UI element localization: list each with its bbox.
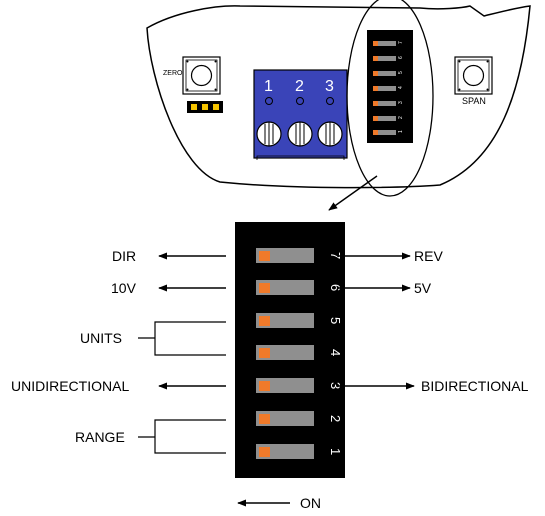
switch-1	[256, 444, 314, 459]
switch-number-5: 5	[328, 317, 343, 324]
switch-2	[256, 411, 314, 426]
jumper-header	[187, 101, 223, 113]
mini-number-3: 3	[398, 101, 404, 104]
mini-dip-switch	[367, 30, 413, 143]
mini-number-4: 4	[398, 86, 404, 89]
mini-switch-5	[373, 71, 396, 76]
unidirectional-label: UNIDIRECTIONAL	[11, 378, 129, 394]
switch-5	[256, 313, 314, 328]
mini-number-5: 5	[398, 71, 404, 74]
switch-7	[256, 248, 314, 263]
span-label: SPAN	[462, 96, 486, 106]
mini-number-7: 7	[398, 41, 404, 44]
span-button	[454, 56, 493, 95]
mini-switch-6	[373, 56, 396, 61]
units-label: UNITS	[80, 330, 122, 346]
zero-label: ZERO	[163, 70, 183, 77]
terminal-label-3: 3	[325, 78, 334, 95]
terminal-label-2: 2	[295, 78, 304, 95]
mini-switch-3	[373, 101, 396, 106]
dip-switch-enlarged	[235, 222, 345, 478]
units-bracket	[138, 321, 226, 356]
bidirectional-label: BIDIRECTIONAL	[421, 378, 529, 394]
mini-switch-7	[373, 41, 396, 46]
switch-number-3: 3	[328, 382, 343, 389]
zoom-arrow	[328, 175, 378, 211]
switch-number-6: 6	[328, 284, 343, 291]
terminal-label-1: 1	[264, 78, 273, 95]
mini-number-1: 1	[398, 130, 404, 133]
terminal-block	[253, 69, 348, 160]
on-label: ON	[300, 495, 321, 511]
mini-number-2: 2	[398, 116, 404, 119]
rev-label: REV	[414, 248, 443, 264]
switch-3	[256, 378, 314, 393]
5v-label: 5V	[414, 280, 432, 296]
terminal-screw-2	[287, 121, 313, 147]
terminal-screw-1	[256, 121, 282, 147]
range-label: RANGE	[75, 429, 125, 445]
switch-number-4: 4	[328, 349, 343, 356]
mini-number-6: 6	[398, 56, 404, 59]
mini-switch-4	[373, 86, 396, 91]
mini-switch-1	[373, 130, 396, 135]
highlight-ellipse	[346, 0, 434, 197]
range-bracket	[138, 419, 226, 454]
zero-button	[182, 56, 221, 95]
mini-switch-2	[373, 116, 396, 121]
switch-4	[256, 345, 314, 360]
dir-label: DIR	[112, 248, 136, 264]
terminal-screw-3	[317, 121, 343, 147]
switch-number-7: 7	[328, 252, 343, 259]
10v-label: 10V	[111, 280, 137, 296]
switch-6	[256, 280, 314, 295]
switch-number-1: 1	[328, 448, 343, 455]
switch-number-2: 2	[328, 415, 343, 422]
